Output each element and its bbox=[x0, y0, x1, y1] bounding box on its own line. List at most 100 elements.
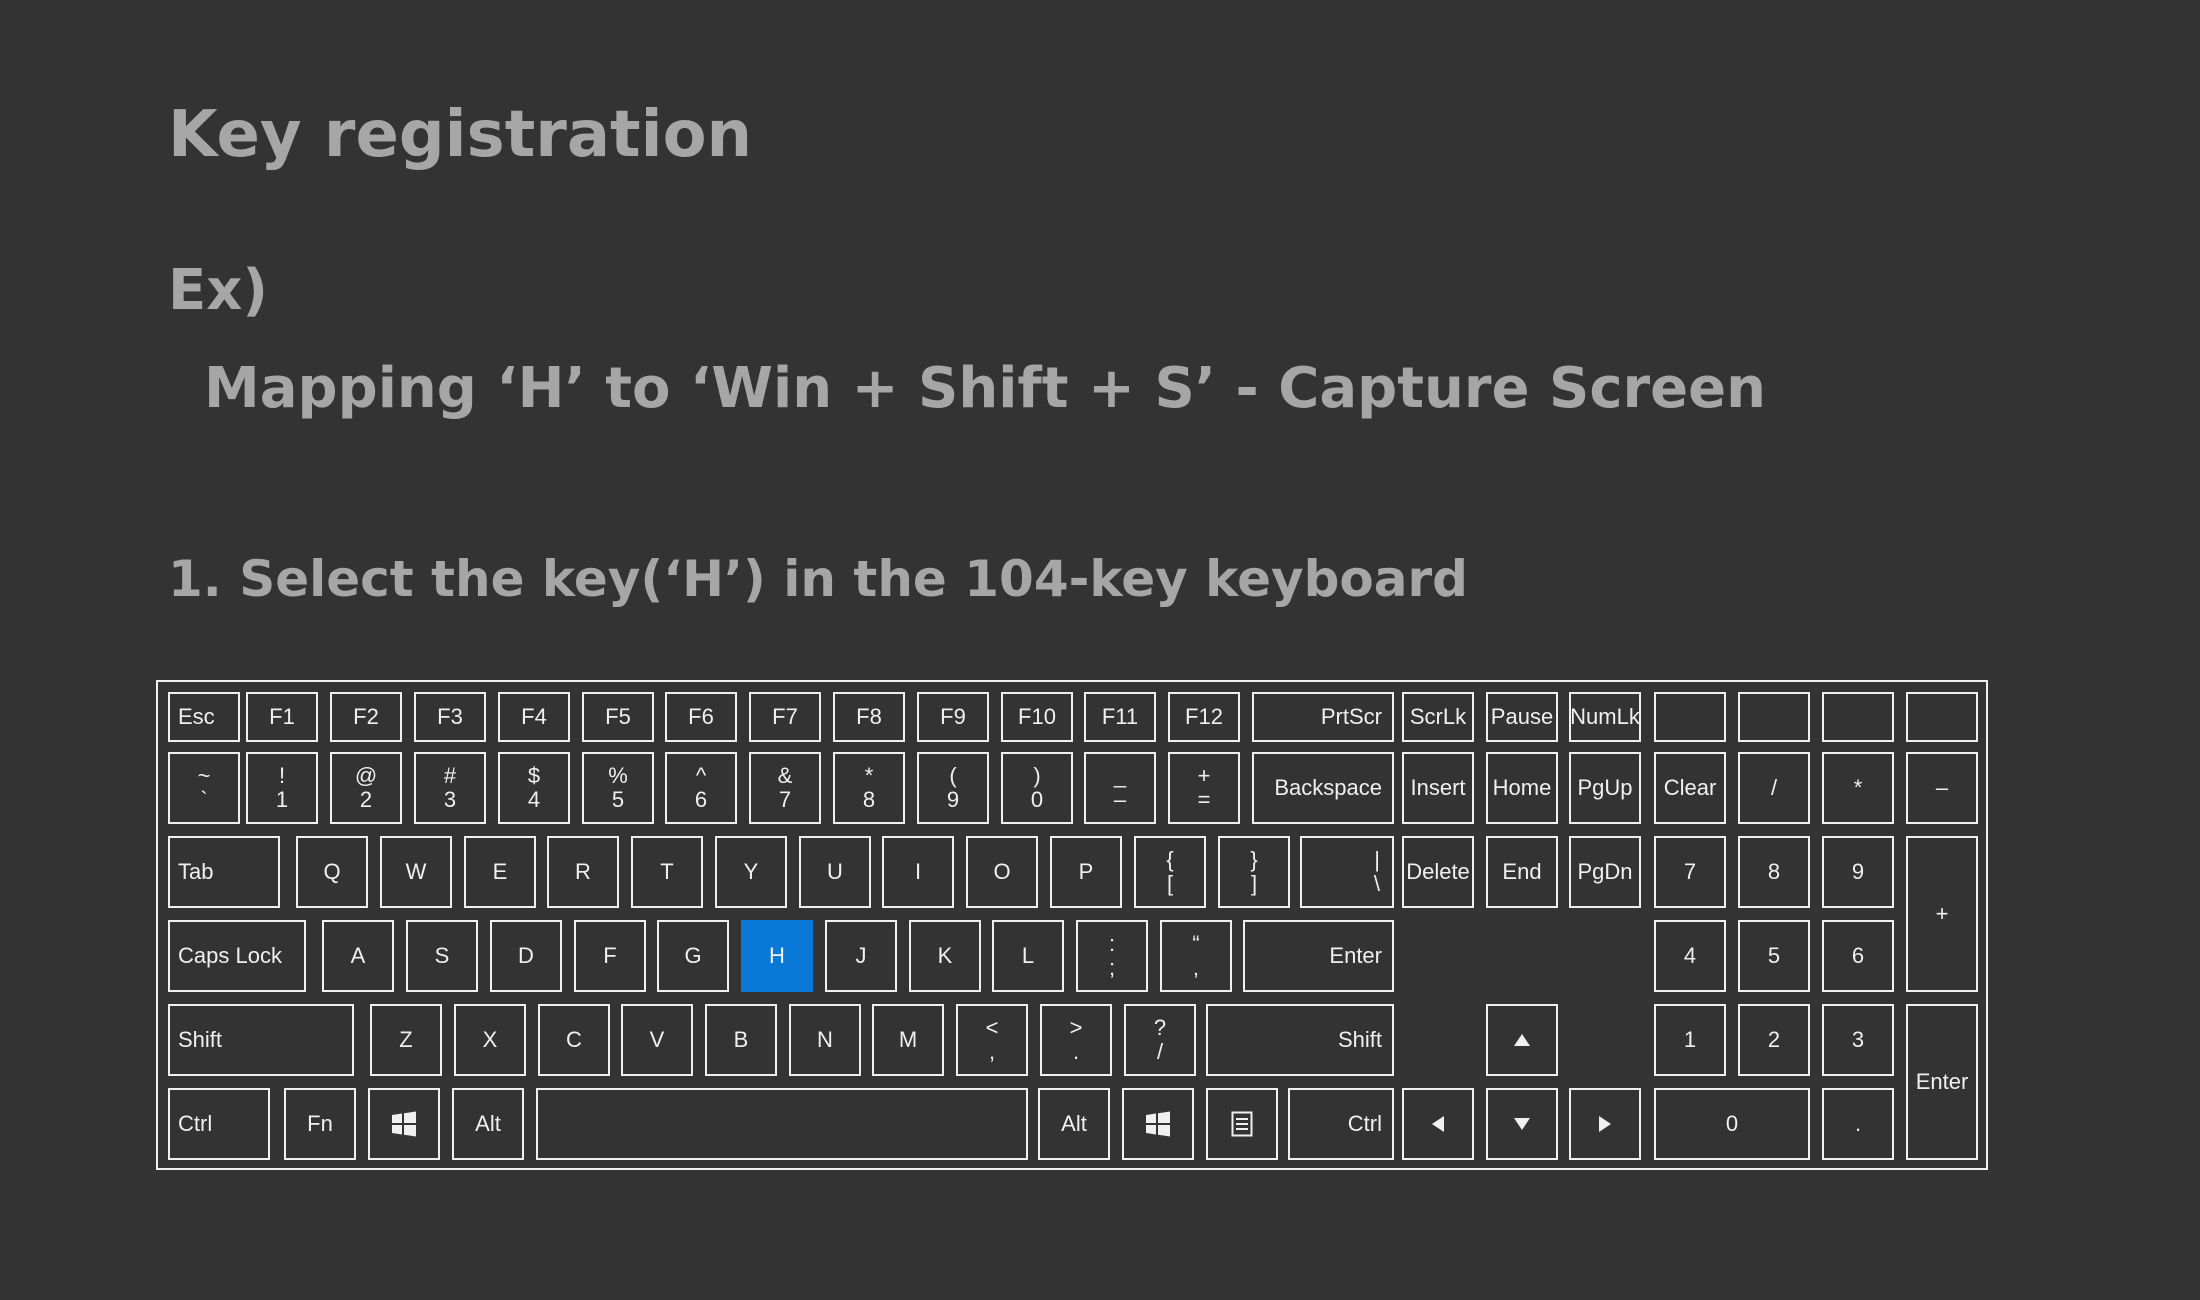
key-w[interactable]: W bbox=[380, 836, 452, 908]
key-right-alt[interactable]: Alt bbox=[1038, 1088, 1110, 1160]
key-j[interactable]: J bbox=[825, 920, 897, 992]
key-backslash[interactable]: |\ bbox=[1300, 836, 1394, 908]
key-numpad-9[interactable]: 9 bbox=[1822, 836, 1894, 908]
key-right-bracket[interactable]: }] bbox=[1218, 836, 1290, 908]
key-numpad-add[interactable]: + bbox=[1906, 836, 1978, 992]
key-backspace[interactable]: Backspace bbox=[1252, 752, 1394, 824]
key-fn[interactable]: Fn bbox=[284, 1088, 356, 1160]
key-numpad-1[interactable]: 1 bbox=[1654, 1004, 1726, 1076]
key-1[interactable]: !1 bbox=[246, 752, 318, 824]
key-e[interactable]: E bbox=[464, 836, 536, 908]
key-pgdn[interactable]: PgDn bbox=[1569, 836, 1641, 908]
key-right-shift[interactable]: Shift bbox=[1206, 1004, 1394, 1076]
key-n[interactable]: N bbox=[789, 1004, 861, 1076]
key-f11[interactable]: F11 bbox=[1084, 692, 1156, 742]
key-left-ctrl[interactable]: Ctrl bbox=[168, 1088, 270, 1160]
key-left-win[interactable] bbox=[368, 1088, 440, 1160]
key-home[interactable]: Home bbox=[1486, 752, 1558, 824]
key-y[interactable]: Y bbox=[715, 836, 787, 908]
key-numpad-decimal[interactable]: . bbox=[1822, 1088, 1894, 1160]
key-l[interactable]: L bbox=[992, 920, 1064, 992]
key-left-alt[interactable]: Alt bbox=[452, 1088, 524, 1160]
key-right-ctrl[interactable]: Ctrl bbox=[1288, 1088, 1394, 1160]
key-backtick[interactable]: ~` bbox=[168, 752, 240, 824]
key-3[interactable]: #3 bbox=[414, 752, 486, 824]
key-quote[interactable]: “‚ bbox=[1160, 920, 1232, 992]
key-semicolon[interactable]: :; bbox=[1076, 920, 1148, 992]
key-end[interactable]: End bbox=[1486, 836, 1558, 908]
key-menu[interactable] bbox=[1206, 1088, 1278, 1160]
key-blank-2[interactable] bbox=[1738, 692, 1810, 742]
key-numpad-subtract[interactable]: – bbox=[1906, 752, 1978, 824]
key-s[interactable]: S bbox=[406, 920, 478, 992]
key-blank-3[interactable] bbox=[1822, 692, 1894, 742]
key-clear[interactable]: Clear bbox=[1654, 752, 1726, 824]
key-arrow-down[interactable] bbox=[1486, 1088, 1558, 1160]
key-right-win[interactable] bbox=[1122, 1088, 1194, 1160]
key-numpad-0[interactable]: 0 bbox=[1654, 1088, 1810, 1160]
key-caps-lock[interactable]: Caps Lock bbox=[168, 920, 306, 992]
key-4[interactable]: $4 bbox=[498, 752, 570, 824]
key-0[interactable]: )0 bbox=[1001, 752, 1073, 824]
key-f[interactable]: F bbox=[574, 920, 646, 992]
key-numlk[interactable]: NumLk bbox=[1569, 692, 1641, 742]
key-q[interactable]: Q bbox=[296, 836, 368, 908]
key-blank-1[interactable] bbox=[1654, 692, 1726, 742]
key-6[interactable]: ^6 bbox=[665, 752, 737, 824]
key-esc[interactable]: Esc bbox=[168, 692, 240, 742]
key-f12[interactable]: F12 bbox=[1168, 692, 1240, 742]
key-arrow-right[interactable] bbox=[1569, 1088, 1641, 1160]
key-i[interactable]: I bbox=[882, 836, 954, 908]
key-r[interactable]: R bbox=[547, 836, 619, 908]
key-numpad-6[interactable]: 6 bbox=[1822, 920, 1894, 992]
key-8[interactable]: *8 bbox=[833, 752, 905, 824]
key-f9[interactable]: F9 bbox=[917, 692, 989, 742]
key-f5[interactable]: F5 bbox=[582, 692, 654, 742]
key-insert[interactable]: Insert bbox=[1402, 752, 1474, 824]
key-minus[interactable]: _– bbox=[1084, 752, 1156, 824]
key-9[interactable]: (9 bbox=[917, 752, 989, 824]
key-pgup[interactable]: PgUp bbox=[1569, 752, 1641, 824]
key-arrow-up[interactable] bbox=[1486, 1004, 1558, 1076]
key-numpad-5[interactable]: 5 bbox=[1738, 920, 1810, 992]
key-numpad-7[interactable]: 7 bbox=[1654, 836, 1726, 908]
key-numpad-8[interactable]: 8 bbox=[1738, 836, 1810, 908]
key-5[interactable]: %5 bbox=[582, 752, 654, 824]
key-2[interactable]: @2 bbox=[330, 752, 402, 824]
key-numpad-divide[interactable]: / bbox=[1738, 752, 1810, 824]
key-f1[interactable]: F1 bbox=[246, 692, 318, 742]
key-delete[interactable]: Delete bbox=[1402, 836, 1474, 908]
key-m[interactable]: M bbox=[872, 1004, 944, 1076]
key-pause[interactable]: Pause bbox=[1486, 692, 1558, 742]
key-f2[interactable]: F2 bbox=[330, 692, 402, 742]
key-left-shift[interactable]: Shift bbox=[168, 1004, 354, 1076]
key-c[interactable]: C bbox=[538, 1004, 610, 1076]
key-z[interactable]: Z bbox=[370, 1004, 442, 1076]
key-k[interactable]: K bbox=[909, 920, 981, 992]
key-x[interactable]: X bbox=[454, 1004, 526, 1076]
key-u[interactable]: U bbox=[799, 836, 871, 908]
key-numpad-2[interactable]: 2 bbox=[1738, 1004, 1810, 1076]
key-left-bracket[interactable]: {[ bbox=[1134, 836, 1206, 908]
key-f4[interactable]: F4 bbox=[498, 692, 570, 742]
key-7[interactable]: &7 bbox=[749, 752, 821, 824]
key-period[interactable]: >. bbox=[1040, 1004, 1112, 1076]
key-h-selected[interactable]: H bbox=[741, 920, 813, 992]
key-d[interactable]: D bbox=[490, 920, 562, 992]
key-numpad-enter[interactable]: Enter bbox=[1906, 1004, 1978, 1160]
key-enter[interactable]: Enter bbox=[1243, 920, 1394, 992]
key-prtscr[interactable]: PrtScr bbox=[1252, 692, 1394, 742]
key-scrlk[interactable]: ScrLk bbox=[1402, 692, 1474, 742]
key-p[interactable]: P bbox=[1050, 836, 1122, 908]
key-g[interactable]: G bbox=[657, 920, 729, 992]
key-numpad-3[interactable]: 3 bbox=[1822, 1004, 1894, 1076]
key-numpad-4[interactable]: 4 bbox=[1654, 920, 1726, 992]
key-a[interactable]: A bbox=[322, 920, 394, 992]
key-equals[interactable]: += bbox=[1168, 752, 1240, 824]
key-b[interactable]: B bbox=[705, 1004, 777, 1076]
key-comma[interactable]: <, bbox=[956, 1004, 1028, 1076]
key-numpad-multiply[interactable]: * bbox=[1822, 752, 1894, 824]
key-arrow-left[interactable] bbox=[1402, 1088, 1474, 1160]
key-blank-4[interactable] bbox=[1906, 692, 1978, 742]
key-o[interactable]: O bbox=[966, 836, 1038, 908]
